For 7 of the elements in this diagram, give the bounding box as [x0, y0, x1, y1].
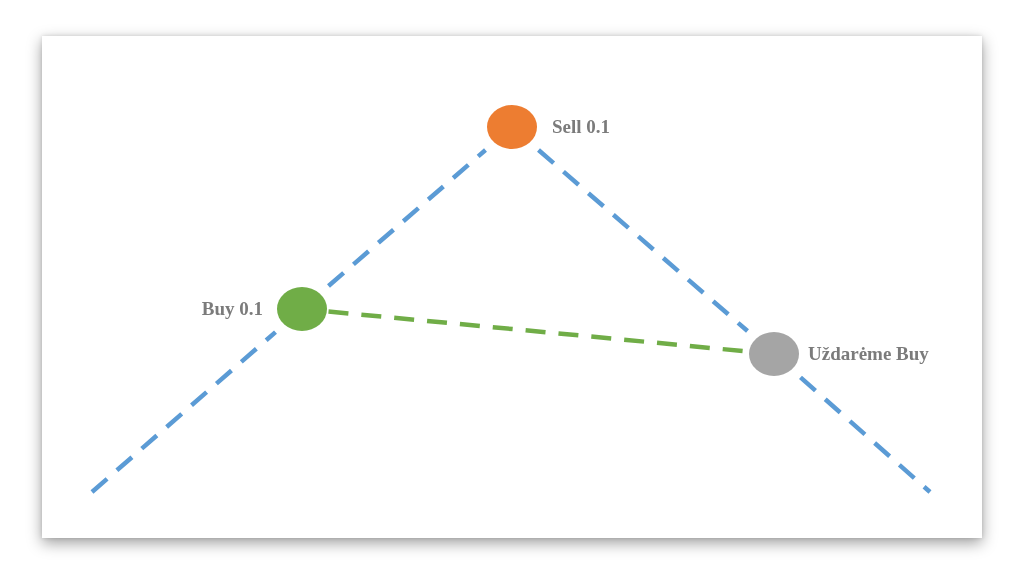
dashed-line [90, 330, 277, 494]
point-label: Uždarėme Buy [808, 342, 929, 366]
point-label: Buy 0.1 [201, 297, 263, 321]
dashed-line [327, 148, 487, 288]
point-label: Sell 0.1 [552, 115, 611, 139]
dashed-line [537, 148, 749, 333]
dashed-line [799, 375, 932, 494]
